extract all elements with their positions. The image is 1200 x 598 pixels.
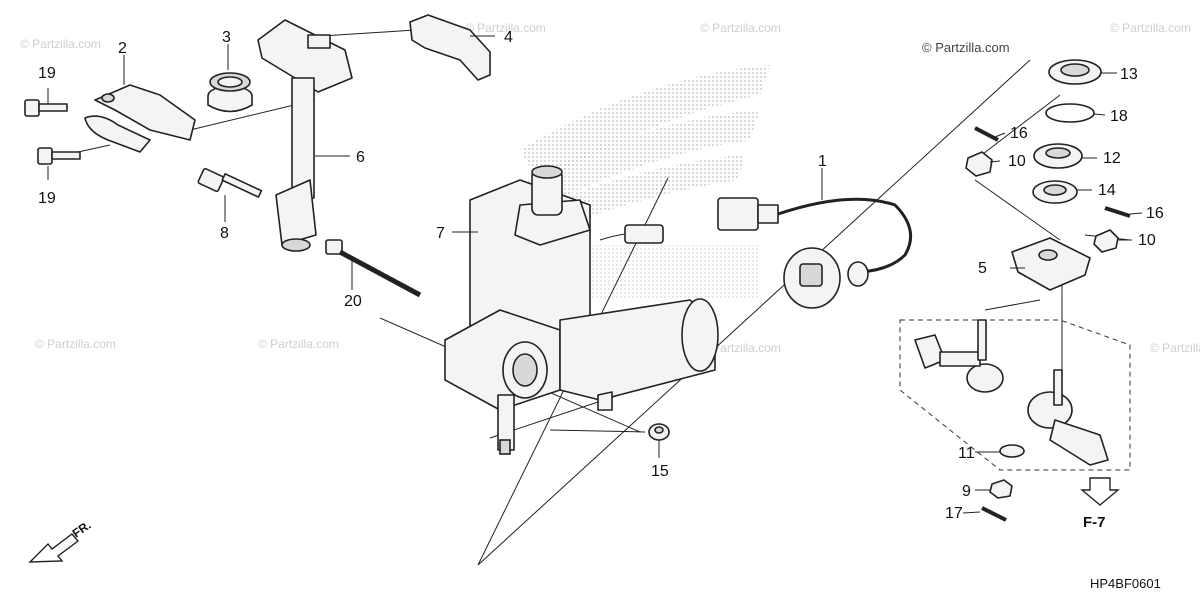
part-2-clamp-bracket [84,84,196,153]
callout-10: 10 [1008,153,1026,170]
part-9-nut [989,479,1013,499]
front-direction-arrow [28,533,80,563]
watermark-2: © Partzilla.com [465,21,546,35]
part-7-eps-unit [444,165,719,455]
callout-12: 12 [1103,150,1121,167]
part-1-sensor-harness [717,197,913,309]
callout-10: 10 [1138,232,1156,249]
part-10-nut-upper [965,151,993,177]
callout-17: 17 [945,505,963,522]
callout-7: 7 [436,225,445,242]
callout-1: 1 [818,153,827,170]
part-11-washer [999,444,1025,458]
callout-14: 14 [1098,182,1116,199]
tie-rod-end-assembly [899,319,1131,471]
callout-leaders [47,35,1143,514]
callout-11: 11 [958,445,975,462]
callout-9: 9 [962,483,971,500]
callout-2: 2 [118,40,127,57]
reference-label: F-7 [1083,514,1106,531]
diagram-code: HP4BF0601 [1090,576,1161,591]
callout-6: 6 [356,149,365,166]
part-13-oil-seal [1048,59,1102,85]
part-4-shaft-holder [409,14,491,81]
callout-19: 19 [38,190,56,207]
reference-arrow [1080,477,1120,506]
part-18-circlip [1045,103,1095,123]
callout-13: 13 [1120,66,1138,83]
watermark-main: © Partzilla.com [922,40,1010,55]
callout-16: 16 [1010,125,1028,142]
part-5-pitman-arm [1011,237,1091,291]
callout-4: 4 [504,29,513,46]
watermark-6: © Partzilla.com [258,337,339,351]
part-14-oil-seal [1032,180,1078,204]
part-16-cotter-pin-right [1104,206,1131,218]
part-19-bolt-upper [24,99,68,117]
watermark-4: © Partzilla.com [1110,21,1191,35]
eps-connector [599,224,664,244]
callout-3: 3 [222,29,231,46]
watermark-1: © Partzilla.com [20,37,101,51]
watermark-7: © Partzilla.com [700,341,781,355]
callout-20: 20 [344,293,362,310]
callout-8: 8 [220,225,229,242]
part-16-cotter-pin-upper [974,126,999,142]
part-15-nut [648,423,670,441]
part-10-nut-right [1093,229,1119,253]
callout-16: 16 [1146,205,1164,222]
callout-5: 5 [978,260,987,277]
part-8-flange-bolt [197,167,263,198]
callout-15: 15 [651,463,669,480]
part-6-steering-shaft [257,19,353,252]
part-20-long-bolt [325,239,422,298]
part-12-bearing [1033,143,1083,169]
part-19-bolt-lower [37,147,81,165]
watermark-5: © Partzilla.com [35,337,116,351]
callout-19: 19 [38,65,56,82]
callout-18: 18 [1110,108,1128,125]
part-3-oil-seal [207,72,253,113]
watermark-8: © Partzilla.com [1150,341,1200,355]
part-17-cotter-pin [981,506,1007,522]
watermark-3: © Partzilla.com [700,21,781,35]
